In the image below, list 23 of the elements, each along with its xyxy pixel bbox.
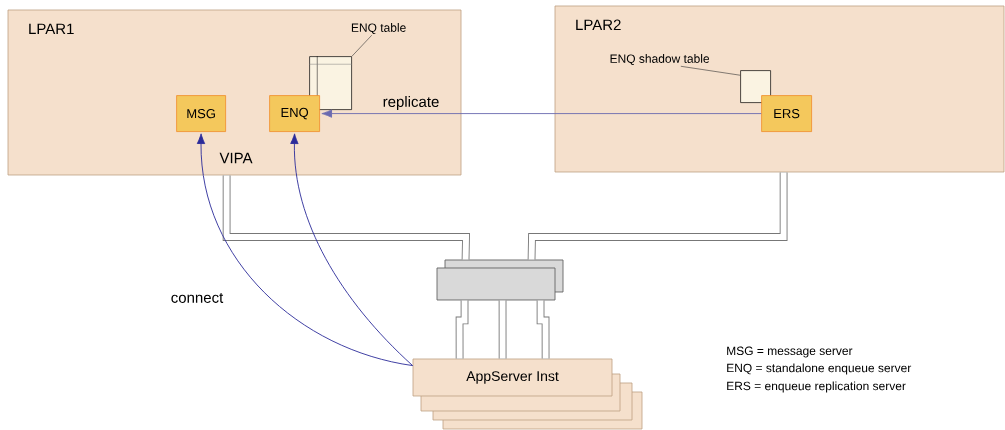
- server-box: MSG: [176, 95, 226, 132]
- arrow: [321, 109, 762, 118]
- cable: [222, 175, 470, 260]
- switch-drawing: [436, 259, 564, 301]
- app-server-box: AppServer Inst: [412, 358, 643, 430]
- node-label: AppServer Inst: [466, 371, 559, 384]
- arrow: [196, 133, 414, 367]
- table-label: ENQ shadow table: [610, 54, 710, 66]
- legend-note: ENQ = standalone enqueue server: [727, 363, 912, 375]
- arrow: [290, 133, 414, 367]
- interface-label: VIPA: [219, 152, 253, 164]
- leader-line: [680, 66, 741, 76]
- edge-label: replicate: [383, 96, 439, 110]
- legend-note: ERS = enqueue replication server: [727, 381, 906, 393]
- legend-note: MSG = message server: [727, 346, 853, 358]
- cable: [527, 172, 788, 260]
- leader-line: [351, 35, 373, 57]
- server-box: ERS: [761, 95, 812, 132]
- table-label: ENQ table: [351, 23, 406, 35]
- table-drawing: [309, 56, 353, 111]
- edge-label: connect: [171, 293, 224, 303]
- server-box: ENQ: [269, 95, 320, 132]
- table-drawing: [740, 70, 771, 103]
